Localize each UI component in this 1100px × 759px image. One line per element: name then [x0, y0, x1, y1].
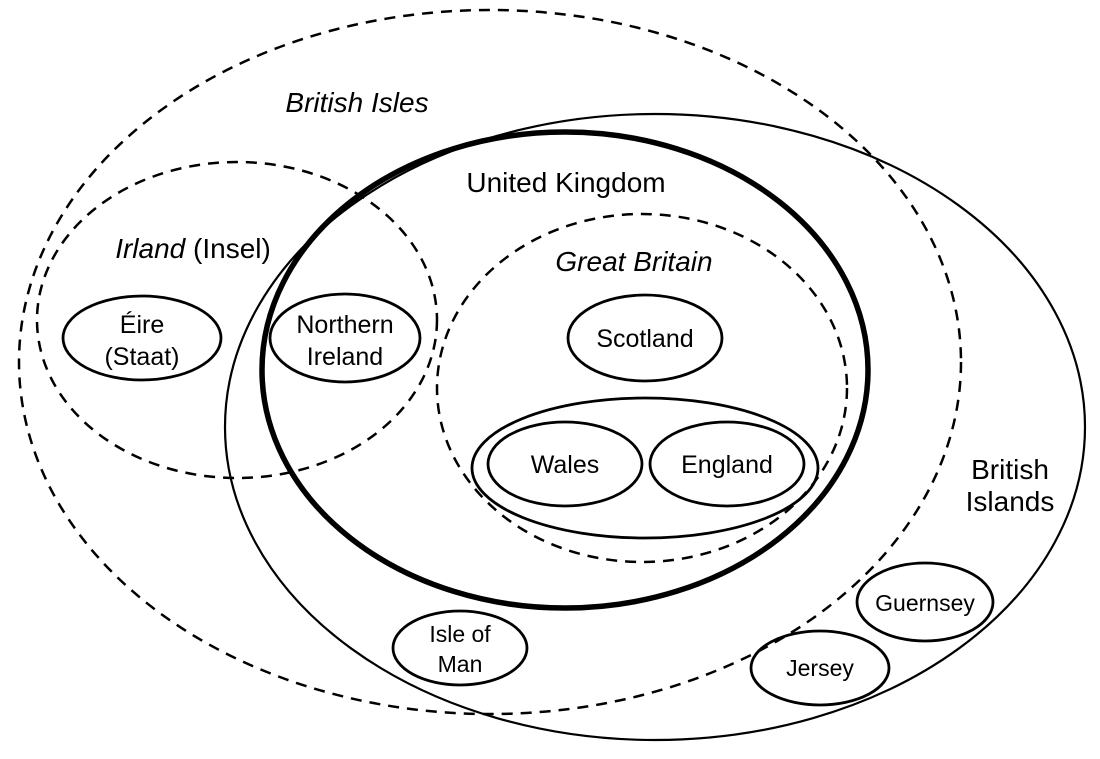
jersey-ellipse: [749, 629, 891, 707]
eire-label-line2: (Staat): [104, 343, 179, 371]
irland-insel-label: Irland (Insel): [115, 233, 271, 264]
irland-insel-label-name: Irland: [115, 233, 186, 264]
scotland-ellipse: [566, 293, 724, 383]
united-kingdom-label: United Kingdom: [466, 167, 665, 198]
irland-insel-label-suffix: (Insel): [185, 233, 271, 264]
england-ellipse: [648, 420, 806, 508]
united-kingdom-boundary: [259, 129, 871, 611]
eire-label-line1: Éire: [120, 310, 164, 339]
england-label: England: [681, 451, 773, 479]
guernsey-label: Guernsey: [875, 590, 975, 616]
british-islands-label-line2: Islands: [966, 486, 1055, 517]
guernsey-ellipse: [855, 561, 995, 643]
northern-ireland-label-line1: Northern: [296, 311, 393, 339]
northern-ireland-label-line2: Ireland: [307, 343, 383, 371]
eire-ellipse: [61, 294, 223, 382]
northern-ireland-ellipse: [268, 292, 422, 384]
jersey-label: Jersey: [786, 655, 854, 681]
irland-insel-boundary: [35, 160, 439, 480]
british-islands-boundary: [223, 112, 1087, 742]
great-britain-boundary: [435, 212, 849, 564]
wales-label: Wales: [531, 451, 600, 479]
great-britain-label: Great Britain: [555, 246, 712, 277]
british-isles-label: British Isles: [285, 87, 428, 118]
wales-england-group-boundary: [470, 396, 820, 540]
wales-ellipse: [486, 420, 644, 508]
isle-of-man-label-line2: Man: [438, 651, 483, 677]
isle-of-man-label-line1: Isle of: [429, 621, 491, 647]
scotland-label: Scotland: [596, 325, 693, 353]
british-islands-label-line1: British: [971, 454, 1049, 485]
isle-of-man-ellipse: [391, 609, 529, 687]
british-isles-boundary: [17, 8, 963, 716]
